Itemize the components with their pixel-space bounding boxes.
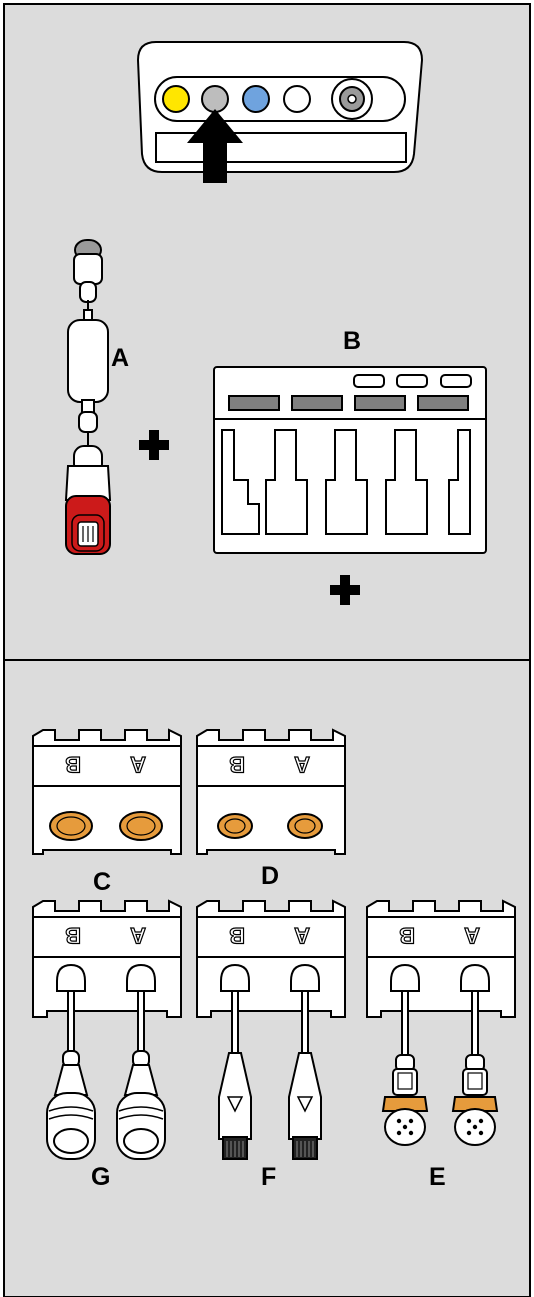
label-d: D	[261, 862, 279, 890]
label-a: A	[111, 344, 129, 372]
letter-a-flipped: A	[294, 752, 310, 777]
cable-g-right	[116, 963, 166, 1160]
module-e: B A	[366, 900, 516, 1146]
up-arrow-icon	[187, 109, 243, 183]
letter-b-flipped: B	[65, 752, 81, 777]
port-white	[283, 85, 311, 113]
port-blue	[242, 85, 270, 113]
module-f: B A	[196, 900, 346, 1160]
label-g: G	[91, 1163, 110, 1191]
cable-g-left	[46, 963, 96, 1160]
label-c: C	[93, 868, 111, 896]
module-c: B A	[32, 729, 182, 855]
label-b: B	[343, 327, 361, 355]
label-f: F	[261, 1163, 276, 1191]
letter-b-flipped: B	[399, 923, 415, 948]
letter-a-flipped: A	[130, 923, 146, 948]
letter-a-flipped: A	[294, 923, 310, 948]
cable-e-right	[451, 963, 499, 1146]
port-yellow	[162, 85, 190, 113]
module-d: B A	[196, 729, 346, 855]
adapter-cable-a	[64, 239, 112, 555]
label-e: E	[429, 1163, 446, 1191]
plus-icon	[330, 575, 360, 605]
cable-e-left	[381, 963, 429, 1146]
module-frame-b	[213, 366, 487, 554]
port-gray	[201, 85, 229, 113]
module-g: B A	[32, 900, 182, 1160]
port-housing	[136, 41, 424, 173]
letter-b-flipped: B	[229, 752, 245, 777]
cable-f-right	[288, 963, 322, 1160]
letter-b-flipped: B	[65, 923, 81, 948]
letter-a-flipped: A	[130, 752, 146, 777]
letter-b-flipped: B	[229, 923, 245, 948]
cable-f-left	[218, 963, 252, 1160]
plus-icon	[139, 430, 169, 460]
letter-a-flipped: A	[464, 923, 480, 948]
